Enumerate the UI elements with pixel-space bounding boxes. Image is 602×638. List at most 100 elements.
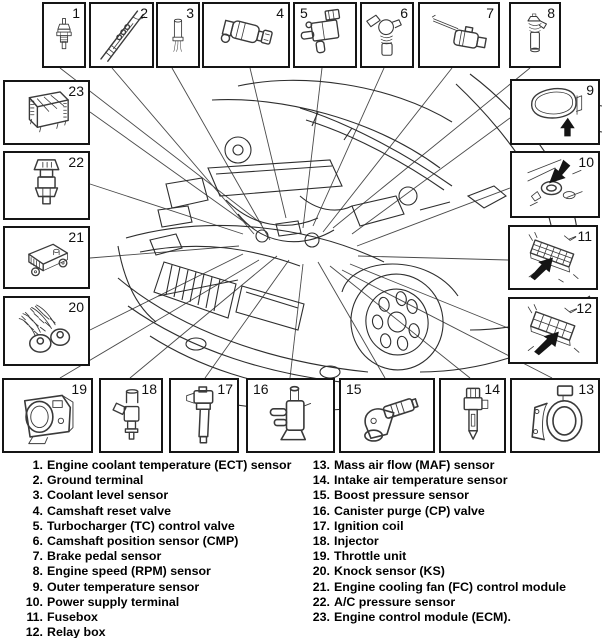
callout-box-2: 2: [89, 2, 154, 68]
legend-item-number: 4.: [32, 503, 43, 518]
legend-item-text: Ground terminal: [47, 473, 144, 488]
legend-item-text: Mass air flow (MAF) sensor: [334, 458, 495, 472]
legend-item-number: 5.: [32, 518, 43, 533]
legend-item: 5. Turbocharger (TC) control valve: [16, 519, 302, 534]
callout-number: 23: [68, 83, 84, 99]
callout-box-10: 10: [510, 151, 600, 218]
callout-number: 17: [217, 381, 233, 397]
engine-components: [149, 136, 451, 256]
brake-pedal-sensor-illustration: [431, 14, 487, 49]
callout-box-20: 20: [3, 296, 90, 366]
callout-number: 3: [186, 5, 194, 21]
legend-item-number: 11.: [26, 610, 43, 625]
legend-item: 19.Throttle unit: [303, 549, 601, 564]
camshaft-reset-valve-illustration: [220, 19, 273, 45]
boost-pressure-sensor-illustration: [364, 398, 419, 442]
callout-number: 9: [586, 82, 594, 98]
legend-item-text: Brake pedal sensor: [47, 549, 162, 564]
callout-box-22: 22: [3, 151, 90, 220]
callout-box-4: 4: [202, 2, 290, 68]
legend-item-text: Engine cooling fan (FC) control module: [334, 579, 566, 594]
intake-air-temperature-sensor-illustration: [463, 387, 489, 440]
legend-item: 18.Injector: [303, 534, 601, 549]
legend-item: 20.Knock sensor (KS): [303, 564, 601, 579]
ground-terminal-illustration: [100, 10, 145, 62]
callout-box-6: 6: [360, 2, 414, 68]
callout-box-7: 7: [418, 2, 500, 68]
legend-item-number: 15.: [312, 488, 330, 503]
legend-item: 2. Ground terminal: [16, 473, 302, 488]
callout-box-23: 23: [3, 80, 90, 145]
callout-number: 20: [68, 299, 84, 315]
legend-item: 11. Fusebox: [16, 610, 302, 625]
legend-item-number: 17.: [312, 518, 330, 533]
engine-control-module-illustration: [28, 91, 69, 133]
knock-sensor-illustration: [18, 304, 71, 353]
callout-number: 10: [578, 154, 594, 170]
legend-item-text: Injector: [334, 534, 379, 549]
legend-item-number: 13.: [312, 458, 330, 472]
callout-number: 19: [71, 381, 87, 397]
legend-item-number: 10.: [25, 594, 43, 609]
legend-item-text: Engine coolant temperature (ECT) sensor: [47, 458, 292, 472]
injector-illustration: [112, 389, 140, 440]
legend-item-text: Camshaft reset valve: [47, 503, 171, 518]
legend-item-number: 8.: [32, 564, 43, 579]
callout-box-21: 21: [3, 226, 90, 289]
legend-column-right: 13.Mass air flow (MAF) sensor 14.Intake …: [303, 458, 601, 625]
legend-item: 13. Mass air flow (MAF) sensor: [303, 458, 601, 473]
legend-item-text: Engine control module (ECM).: [334, 610, 511, 625]
ignition-coil-illustration: [186, 386, 214, 444]
legend-item-text: Engine speed (RPM) sensor: [47, 564, 211, 579]
legend-item-text: Fusebox: [47, 610, 98, 625]
legend-item-number: 20.: [312, 564, 330, 579]
callout-number: 14: [484, 381, 500, 397]
callout-number: 18: [141, 381, 157, 397]
callout-number: 5: [300, 5, 308, 21]
callout-number: 7: [486, 5, 494, 21]
callout-number: 15: [346, 381, 362, 397]
callout-box-5: 5: [293, 2, 357, 68]
cooling-fan-control-module-illustration: [28, 243, 69, 277]
callout-box-1: 1: [42, 2, 86, 68]
mass-air-flow-sensor-illustration: [531, 385, 583, 442]
legend-item-number: 2.: [32, 473, 43, 488]
callout-box-16: 16: [246, 378, 335, 453]
legend-item-number: 16.: [312, 503, 330, 518]
canister-purge-valve-illustration: [269, 385, 312, 441]
throttle-unit-illustration: [23, 394, 74, 445]
outer-temperature-sensor-mirror-illustration: [530, 87, 583, 137]
callout-number: 12: [576, 300, 592, 316]
legend-item: 6.Camshaft position sensor (CMP): [16, 534, 302, 549]
legend-item: 8. Engine speed (RPM) sensor: [16, 564, 302, 579]
coolant-level-sensor-illustration: [172, 18, 184, 52]
legend-item-number: 9.: [32, 579, 43, 594]
callout-box-14: 14: [439, 378, 506, 453]
legend-item-text: Boost pressure sensor: [334, 488, 469, 503]
legend-item: 4. Camshaft reset valve: [16, 504, 302, 519]
legend-item-text: Camshaft position sensor (CMP): [47, 534, 239, 549]
callout-number: 1: [72, 5, 80, 21]
legend-item-number: 19.: [312, 549, 330, 564]
legend-item-text: Intake air temperature sensor: [334, 473, 508, 488]
callout-box-9: 9: [510, 79, 600, 145]
legend-item-text: Ignition coil: [334, 518, 404, 533]
legend-item: 12.Relay box: [16, 625, 302, 638]
legend-item-text: Coolant level sensor: [47, 488, 169, 503]
callout-box-11: 11: [508, 225, 598, 290]
legend-item-text: Turbocharger (TC) control valve: [47, 518, 235, 533]
fusebox-illustration: [528, 232, 579, 283]
legend-item-number: 21.: [312, 579, 330, 594]
legend-item: 1. Engine coolant temperature (ECT) senso…: [16, 458, 302, 473]
leader-lines: [59, 67, 553, 379]
legend-item: 10.Power supply terminal: [16, 595, 302, 610]
legend-item-text: Outer temperature sensor: [47, 579, 200, 594]
legend-item-number: 7.: [32, 549, 43, 564]
power-supply-terminal-illustration: [527, 159, 583, 207]
front-wheel: [341, 263, 459, 371]
callout-box-18: 18: [99, 378, 163, 453]
legend-column-left: 1. Engine coolant temperature (ECT) senso…: [16, 458, 302, 638]
legend-item-number: 1.: [32, 458, 43, 472]
legend-item-text: Relay box: [47, 625, 106, 638]
